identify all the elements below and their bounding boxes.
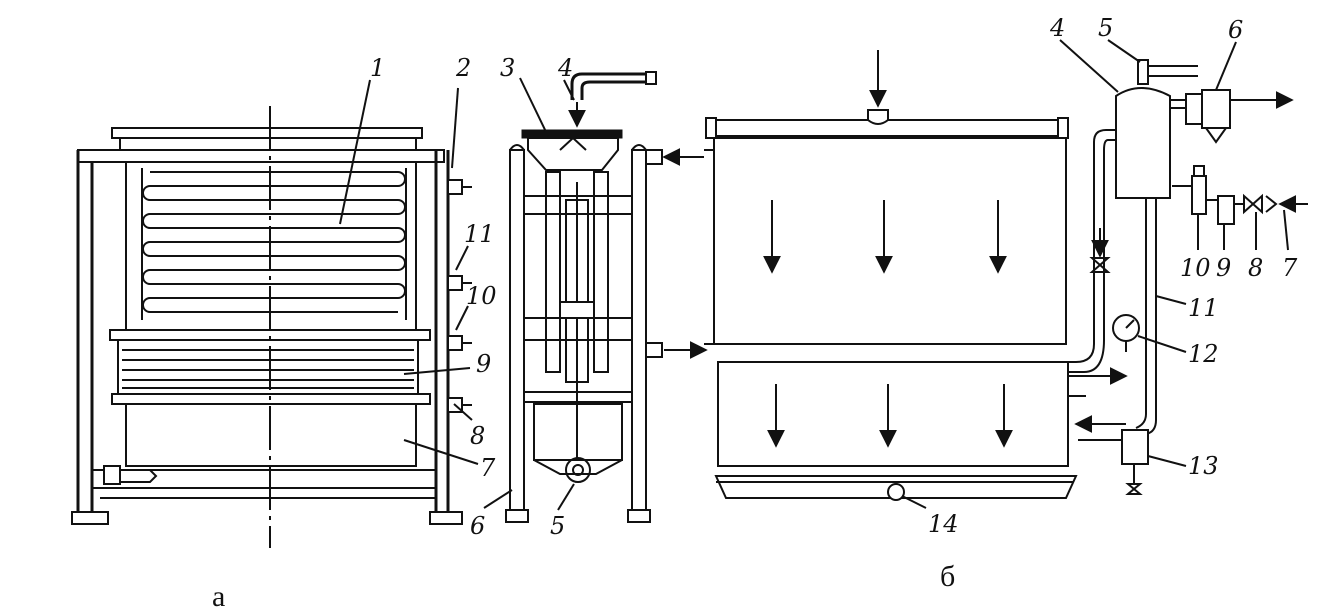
view-a-labels: 1 2 3 4 11 10 9 8 7 6 5: [370, 54, 573, 540]
label-b-5: 5: [1098, 14, 1113, 42]
scheme-view: [704, 50, 1308, 501]
label-b-9: 9: [1216, 254, 1231, 282]
label-b-7: 7: [1282, 254, 1298, 282]
label-a-6: 6: [470, 512, 485, 540]
label-a-10: 10: [466, 282, 497, 310]
label-a-1: 1: [370, 54, 385, 82]
label-a-3: 3: [500, 54, 515, 82]
cooling-coil: [141, 168, 407, 320]
label-b-10: 10: [1180, 254, 1211, 282]
label-a-5: 5: [550, 512, 565, 540]
front-view: [71, 106, 472, 548]
label-b-4: 4: [1049, 14, 1065, 42]
label-b-6: 6: [1228, 16, 1243, 44]
label-a-7: 7: [480, 454, 496, 482]
label-a-11: 11: [464, 220, 495, 248]
label-b-8: 8: [1248, 254, 1263, 282]
leader-lines: [339, 39, 1289, 511]
view-b-labels: 4 5 6 10 9 8 7 11 12 13 14: [928, 14, 1298, 538]
label-a-4: 4: [557, 54, 573, 82]
caption-b: б: [940, 560, 955, 593]
label-b-12: 12: [1188, 340, 1219, 368]
side-view: [505, 71, 708, 523]
label-b-11: 11: [1188, 294, 1219, 322]
label-a-9: 9: [476, 350, 491, 378]
label-b-14: 14: [928, 510, 959, 538]
label-a-2: 2: [455, 54, 471, 82]
caption-a: а: [212, 580, 225, 613]
label-b-13: 13: [1188, 452, 1219, 480]
label-a-8: 8: [470, 422, 485, 450]
